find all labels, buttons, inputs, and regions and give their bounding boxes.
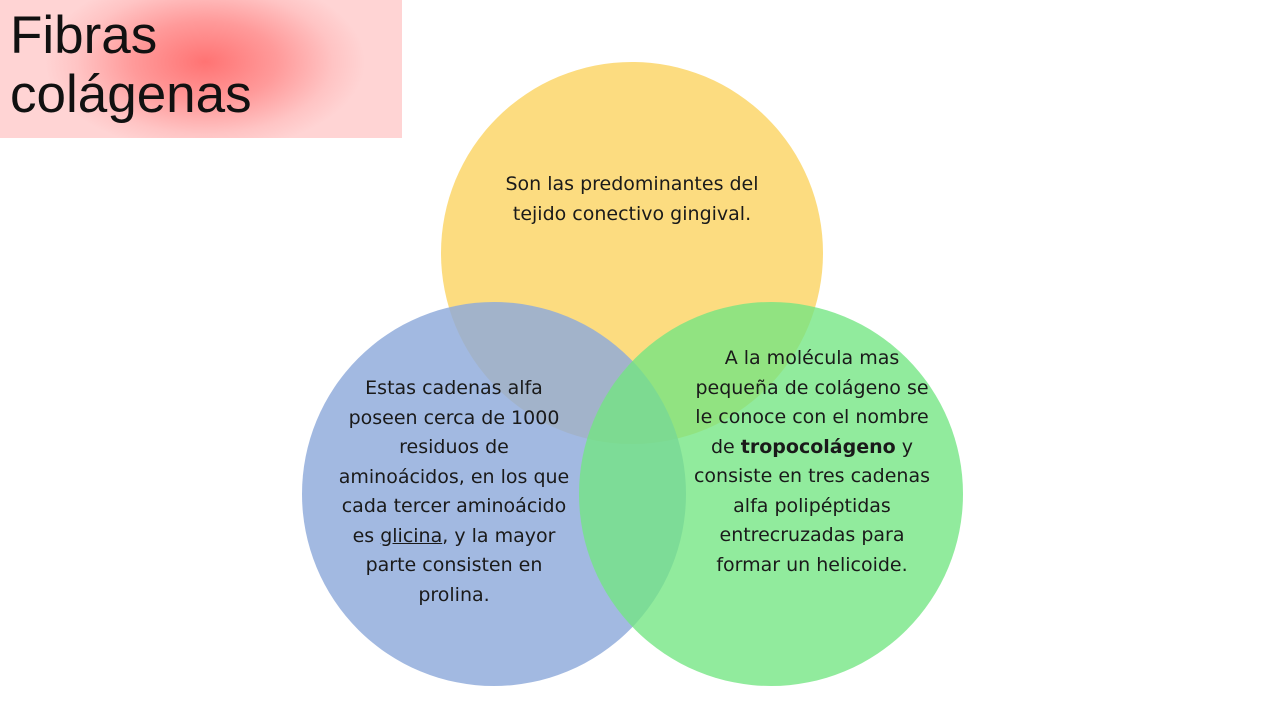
venn-text-left-highlight: glicina [380, 524, 443, 547]
venn-text-top: Son las predominantes del tejido conecti… [505, 173, 759, 225]
venn-text-left-before: Estas cadenas alfa poseen cerca de 1000 … [338, 377, 570, 547]
venn-text-right: A la molécula mas pequeña de colágeno se… [692, 344, 932, 580]
venn-text-right-after: y consiste en tres cadenas alfa polipépt… [693, 435, 931, 576]
venn-text-right-highlight: tropocolágeno [740, 435, 896, 458]
venn-text-right-before: A la molécula mas pequeña de colágeno se… [695, 347, 929, 458]
venn-text-left: Estas cadenas alfa poseen cerca de 1000 … [336, 374, 572, 610]
title-box: Fibras colágenas [0, 0, 402, 138]
slide-title: Fibras colágenas [10, 6, 252, 124]
venn-circle-right [579, 302, 963, 686]
venn-text-left-after: , y la mayor parte consisten en prolina. [365, 524, 556, 606]
venn-circle-left [302, 302, 686, 686]
